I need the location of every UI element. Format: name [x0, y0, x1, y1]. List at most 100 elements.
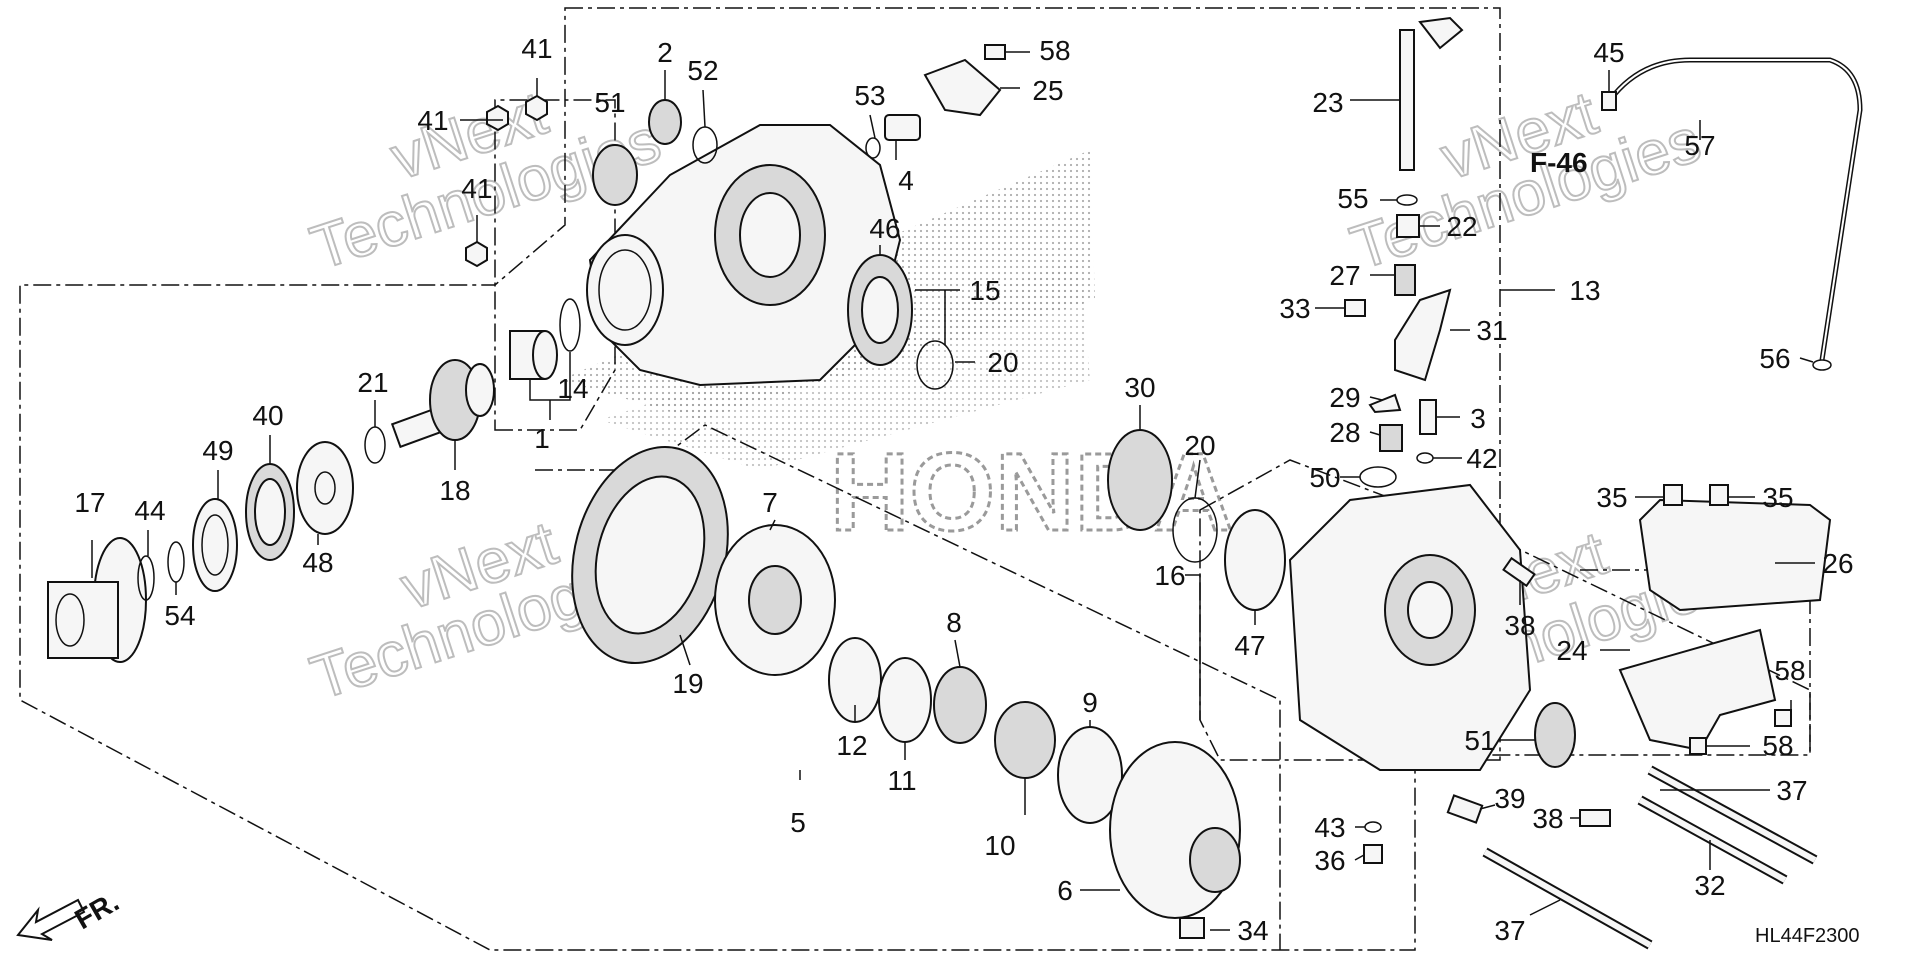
callout-58-right: 58 — [1774, 655, 1805, 686]
callout-35-left: 35 — [1596, 482, 1627, 513]
part-33-bolt — [1344, 299, 1366, 317]
callout-28: 28 — [1329, 417, 1360, 448]
parts — [47, 16, 1863, 950]
callout-10: 10 — [984, 830, 1015, 861]
part-46-bearing — [847, 254, 913, 366]
callout-46: 46 — [869, 213, 900, 244]
callout-41-lower: 41 — [461, 173, 492, 204]
part-28-spring — [1379, 424, 1403, 452]
callout-41-top: 41 — [521, 33, 552, 64]
callout-39: 39 — [1494, 783, 1525, 814]
part-8-cam — [933, 666, 987, 744]
callout-4: 4 — [898, 165, 914, 196]
callout-7: 7 — [762, 487, 778, 518]
callout-47: 47 — [1234, 630, 1265, 661]
callout-8: 8 — [946, 607, 962, 638]
part-41-nut — [465, 240, 488, 268]
part-30-oil-seal — [1107, 429, 1173, 531]
part-39-bolt — [1446, 794, 1484, 824]
callout-56: 56 — [1759, 343, 1790, 374]
callout-54: 54 — [164, 600, 195, 631]
part-35-bolt — [1709, 484, 1729, 506]
part-18-drive-pinion — [390, 359, 495, 449]
callout-44: 44 — [134, 495, 165, 526]
reference-label: F-46 — [1530, 147, 1588, 178]
callout-24: 24 — [1556, 635, 1587, 666]
part-58-bolt-bottom — [1689, 737, 1707, 755]
part-29-plate — [1368, 393, 1402, 414]
part-57-breather-tube — [1608, 57, 1863, 361]
callout-9: 9 — [1082, 687, 1098, 718]
figure-code: HL44F2300 — [1755, 925, 1860, 947]
callout-2: 2 — [657, 37, 673, 68]
part-23-shift-rod — [1399, 16, 1464, 171]
callout-23: 23 — [1312, 87, 1343, 118]
callout-35-right: 35 — [1762, 482, 1793, 513]
part-11-shim — [878, 657, 932, 743]
part-24-bracket — [1618, 628, 1777, 752]
callout-57: 57 — [1684, 130, 1715, 161]
part-22-collar — [1396, 214, 1420, 238]
callout-37-upper: 37 — [1776, 775, 1807, 806]
part-38-bolt-upper — [1502, 556, 1536, 588]
part-54-o-ring — [167, 541, 185, 583]
part-51-oil-seal-right — [1534, 702, 1576, 768]
part-callouts: 1 2 3 4 5 6 7 8 9 10 11 12 13 14 15 16 1… — [74, 33, 1853, 946]
part-45-joint — [1601, 91, 1617, 111]
callout-45: 45 — [1593, 37, 1624, 68]
part-14-bearing — [509, 330, 558, 380]
part-44-o-ring — [137, 555, 155, 601]
callout-17: 17 — [74, 487, 105, 518]
part-42-o-ring — [1416, 452, 1434, 464]
callout-5: 5 — [790, 807, 806, 838]
callout-20-left: 20 — [987, 347, 1018, 378]
callout-40: 40 — [252, 400, 283, 431]
callout-37-lower: 37 — [1494, 915, 1525, 946]
part-25-bracket — [923, 58, 1002, 117]
callout-31: 31 — [1476, 315, 1507, 346]
front-arrow-icon — [16, 898, 86, 941]
part-58-bolt-top — [984, 44, 1006, 60]
callout-34: 34 — [1237, 915, 1268, 946]
part-20-o-ring-left — [916, 340, 954, 390]
front-direction-marker: FR. — [16, 886, 125, 941]
callout-50: 50 — [1309, 462, 1340, 493]
part-10-cam-follower — [994, 701, 1056, 779]
part-16-case-cover — [1288, 483, 1532, 771]
callout-42: 42 — [1466, 443, 1497, 474]
part-41-nut — [525, 94, 548, 122]
callout-14: 14 — [557, 373, 588, 404]
callout-43: 43 — [1314, 812, 1345, 843]
front-label: FR. — [70, 886, 125, 935]
part-40-bearing — [245, 463, 295, 561]
part-2-bearing-top — [648, 99, 682, 145]
callout-1: 1 — [534, 423, 550, 454]
part-17-bearing-holder — [47, 537, 147, 663]
callout-27: 27 — [1329, 260, 1360, 291]
part-49-oil-seal — [192, 498, 238, 592]
callout-58-top: 58 — [1039, 35, 1070, 66]
part-21-ring — [364, 426, 386, 464]
part-26-cover — [1638, 498, 1832, 612]
callout-22: 22 — [1446, 211, 1477, 242]
part-56-clip — [1812, 359, 1832, 371]
part-53-o-ring — [865, 137, 881, 159]
part-48-spacer — [296, 441, 354, 535]
callout-36: 36 — [1314, 845, 1345, 876]
leader-lines — [91, 51, 1815, 931]
part-41-nut — [486, 104, 509, 132]
callout-33: 33 — [1279, 293, 1310, 324]
callout-26: 26 — [1822, 548, 1853, 579]
callout-38-upper: 38 — [1504, 610, 1535, 641]
callout-29: 29 — [1329, 382, 1360, 413]
part-50-o-ring — [1359, 466, 1397, 488]
callout-53: 53 — [854, 80, 885, 111]
callout-30: 30 — [1124, 372, 1155, 403]
callout-49: 49 — [202, 435, 233, 466]
part-43-washer — [1364, 821, 1382, 833]
part-47-bearing — [1224, 509, 1286, 611]
callout-15: 15 — [969, 275, 1000, 306]
callout-19: 19 — [672, 668, 703, 699]
callout-16: 16 — [1154, 560, 1185, 591]
